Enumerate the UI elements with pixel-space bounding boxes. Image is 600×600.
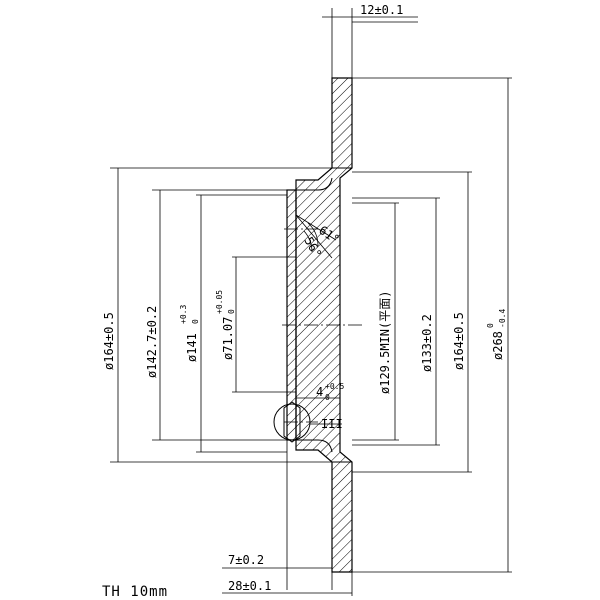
dim-top-thickness: 12±0.1 xyxy=(322,3,418,78)
dim-text-d268: ø268 xyxy=(491,331,505,360)
dim-text-d164-left: ø164±0.5 xyxy=(102,312,116,370)
dim-text-12: 12±0.1 xyxy=(360,3,403,17)
dim-text-d268-sup: 0 xyxy=(486,323,495,328)
dim-text-d141-sub: 0 xyxy=(191,319,200,324)
depth-text-sup: +0.5 xyxy=(325,382,344,391)
left-extension-lines xyxy=(110,167,332,463)
dim-text-d71-sup: +0.05 xyxy=(215,290,224,314)
detail-iii: III xyxy=(273,401,343,443)
friction-ring xyxy=(295,77,353,573)
detail-circle xyxy=(273,403,311,441)
dim-d71: ø71.07 +0.05 0 xyxy=(215,290,236,360)
right-dimension-lines xyxy=(394,78,509,572)
thickness-note: TH 10mm xyxy=(102,584,168,600)
dim-text-d142: ø142.7±0.2 xyxy=(145,306,159,378)
depth-callout: 4 +0.5 0 xyxy=(296,382,344,402)
depth-text-sub: 0 xyxy=(325,393,330,402)
dim-text-d164-right: ø164±0.5 xyxy=(452,312,466,370)
depth-text: 4 xyxy=(316,385,323,399)
dim-text-d71-sub: 0 xyxy=(227,309,236,314)
dim-d268: ø268 0 -0.4 xyxy=(486,309,507,360)
dim-text-d129: ø129.5MIN(平面) xyxy=(378,291,392,394)
disc-section xyxy=(286,77,353,573)
dim-text-d71: ø71.07 xyxy=(221,317,235,360)
dim-text-d268-sub: -0.4 xyxy=(498,309,507,328)
right-extension-lines xyxy=(352,77,512,573)
dim-d141: ø141 +0.3 0 xyxy=(179,305,200,362)
dim-text-d141-sup: +0.3 xyxy=(179,305,188,324)
dim-bottom-offsets: 7±0.2 28±0.1 xyxy=(222,440,353,596)
left-dimension-lines xyxy=(117,168,237,462)
dim-text-d141: ø141 xyxy=(185,333,199,362)
dim-text-d133: ø133±0.2 xyxy=(420,314,434,372)
dim-text-7: 7±0.2 xyxy=(228,553,264,567)
dim-text-28: 28±0.1 xyxy=(228,579,271,593)
detail-label: III xyxy=(321,417,343,431)
